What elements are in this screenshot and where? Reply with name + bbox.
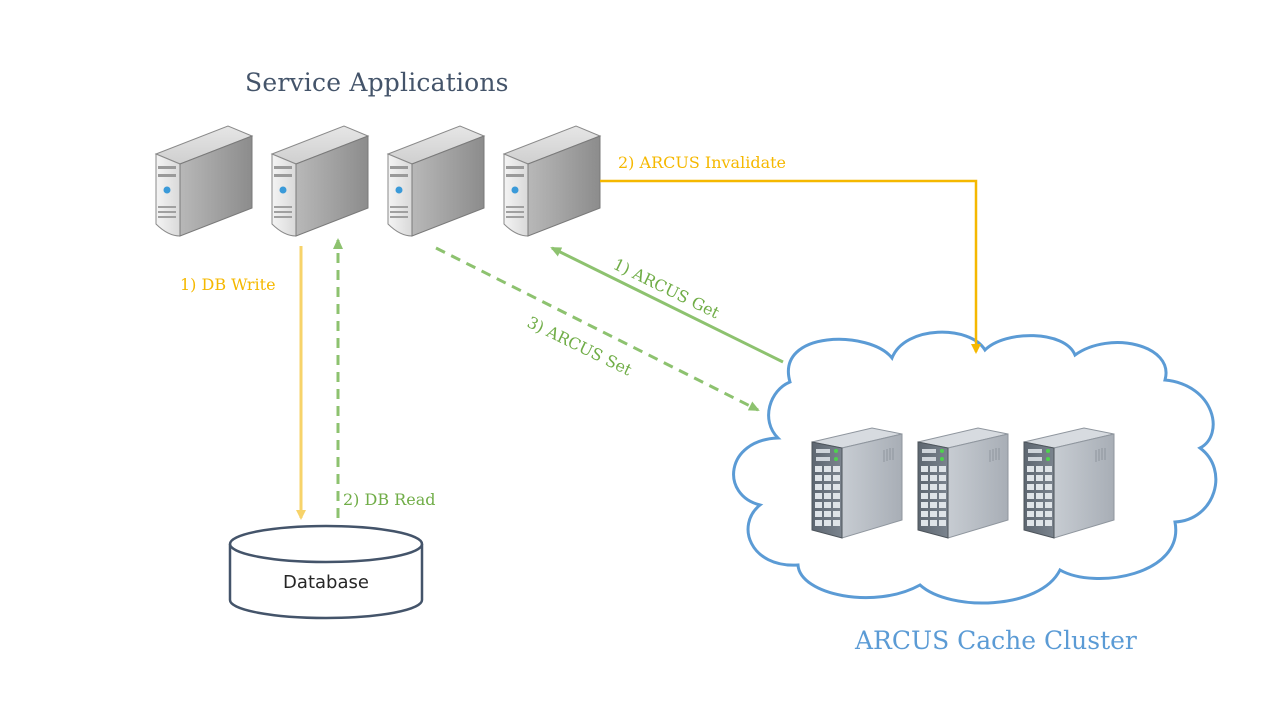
arcus-invalidate-label: 2) ARCUS Invalidate: [618, 153, 786, 172]
service-applications-title: Service Applications: [245, 68, 509, 97]
arcus-invalidate-arrow: [600, 179, 981, 354]
service-server-4-icon: [503, 125, 601, 237]
service-server-1-icon: [155, 125, 253, 237]
database-label: Database: [283, 572, 369, 593]
cache-node-2-icon: [917, 427, 1009, 539]
db-write-label: 1) DB Write: [180, 275, 276, 294]
arcus-set-label: 3) ARCUS Set: [524, 313, 635, 380]
cache-node-3-icon: [1023, 427, 1115, 539]
service-server-2-icon: [271, 125, 369, 237]
service-server-3-icon: [387, 125, 485, 237]
arcus-get-arrow: [550, 246, 784, 364]
arcus-set-arrow: [435, 246, 760, 412]
cache-node-1-icon: [811, 427, 903, 539]
db-read-label: 2) DB Read: [343, 490, 436, 509]
arcus-get-label: 1) ARCUS Get: [610, 255, 723, 323]
database-cylinder-icon: [228, 524, 424, 620]
cache-cluster-title: ARCUS Cache Cluster: [855, 626, 1137, 655]
